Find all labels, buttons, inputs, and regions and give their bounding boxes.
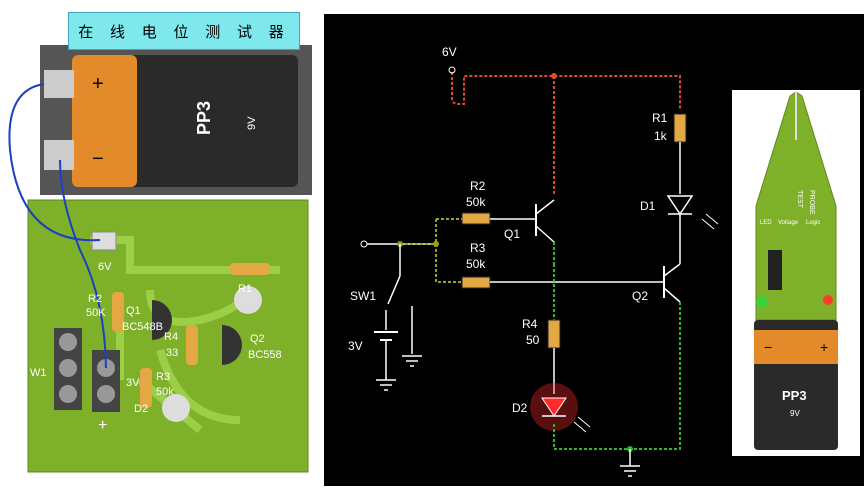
- probe-text-test: TEST: [796, 190, 803, 209]
- schematic-canvas: 6V R1 1k D1 R2 50k Q1 R3 50k Q2 R4 50 D2…: [348, 45, 719, 477]
- pcb-label-r4: R4: [164, 331, 178, 343]
- pcb-label-r2: R2: [88, 293, 102, 305]
- pcb-label-6v: 6V: [98, 261, 112, 273]
- transistor-q2-emitter: [663, 287, 681, 303]
- pcb-label-q1: Q1: [126, 305, 141, 317]
- screw-5: [97, 385, 115, 403]
- pcb-label-r3: R3: [156, 371, 170, 383]
- transistor-q1-collector: [535, 199, 555, 215]
- pcb-label-r3-value: 50k: [156, 386, 174, 398]
- probe-text-led: LED: [760, 220, 772, 226]
- diode-d2-symbol: [541, 397, 567, 417]
- pcb-label-q1-part: BC548B: [122, 321, 163, 333]
- resistor-r3-symbol: [461, 276, 491, 289]
- ground-symbol-1: [376, 379, 396, 391]
- switch-sw1-lever: [387, 275, 401, 305]
- label-r1-value: 1k: [654, 129, 668, 143]
- label-r2: R2: [470, 179, 486, 193]
- probe-battery-band: [754, 330, 838, 364]
- node-split: [433, 241, 439, 247]
- label-d2: D2: [512, 401, 528, 415]
- probe-battery-model: PP3: [782, 388, 807, 403]
- input-terminal: [360, 240, 368, 248]
- pcb-label-d2: D2: [134, 403, 148, 415]
- battery-minus-sign: −: [92, 148, 104, 170]
- battery-plus-sign: +: [92, 73, 104, 95]
- ground-symbol-3: [620, 465, 640, 477]
- pcb-label-q2-part: BC558: [248, 349, 282, 361]
- pcb-label-r4-value: 33: [166, 347, 178, 359]
- wire-plus: [8, 83, 101, 242]
- label-r3: R3: [470, 241, 486, 255]
- screw-1: [59, 333, 77, 351]
- diode-d1-symbol: [666, 195, 694, 216]
- label-r2-value: 50k: [466, 195, 486, 209]
- label-r3-value: 50k: [466, 257, 486, 271]
- probe-text-probe: PROBE: [808, 190, 815, 215]
- pcb-label-r1: R1: [238, 283, 252, 295]
- d2-light-arrow-1: [573, 421, 587, 433]
- app-title: 在 线 电 位 测 试 器: [68, 12, 300, 50]
- label-r1: R1: [652, 111, 668, 125]
- pcb-label-plus: +: [98, 417, 107, 434]
- transistor-q1-emitter: [535, 225, 555, 243]
- label-r4: R4: [522, 317, 538, 331]
- pcb-label-q2: Q2: [250, 333, 265, 345]
- probe-illustration: PROBE TEST LED Voltage Logic − + PP3 9V: [732, 90, 860, 456]
- pcb-label-w1: W1: [30, 367, 47, 379]
- battery-orange-band: [72, 55, 137, 187]
- resistor-r4: [186, 325, 198, 365]
- probe-battery-voltage: 9V: [790, 409, 800, 418]
- transistor-q1: [152, 300, 172, 340]
- left-panel: + − PP3 9V 6V R2 50K Q1 BC548B R1: [0, 0, 320, 486]
- transistor-q2: [222, 325, 242, 365]
- battery-voltage: 9V: [246, 116, 258, 130]
- probe-battery-minus: −: [764, 339, 772, 355]
- resistor-r1-symbol: [673, 113, 687, 143]
- label-6v: 6V: [442, 45, 457, 59]
- ground-symbol-2: [402, 355, 422, 367]
- wire-minus: [59, 159, 107, 369]
- resistor-r2: [112, 292, 124, 332]
- label-q2: Q2: [632, 289, 648, 303]
- label-sw1: SW1: [350, 289, 376, 303]
- probe-text-logic: Logic: [806, 220, 820, 226]
- label-q1: Q1: [504, 227, 520, 241]
- probe-text-voltage: Voltage: [778, 220, 799, 226]
- resistor-r4-symbol: [547, 319, 561, 349]
- led-d2: [162, 394, 190, 422]
- label-3v: 3V: [348, 339, 363, 353]
- label-r4-value: 50: [526, 333, 540, 347]
- pcb-traces: [90, 236, 280, 434]
- screw-2: [59, 359, 77, 377]
- screw-3: [59, 385, 77, 403]
- battery-terminal-minus: [44, 140, 74, 170]
- wire-6v-rail: [451, 72, 681, 109]
- resistor-r1: [230, 263, 270, 275]
- resistor-r2-symbol: [461, 212, 491, 225]
- d2-light-arrow-2: [577, 416, 591, 428]
- probe-ic-chip: [768, 250, 782, 290]
- probe-battery-plus: +: [820, 339, 828, 355]
- wire-input-split: [400, 218, 462, 283]
- resistor-r3: [140, 368, 152, 408]
- battery-terminal-plus: [44, 70, 74, 98]
- probe-led-red: [823, 295, 833, 305]
- battery-model: PP3: [194, 101, 214, 135]
- d1-light-arrow-2: [705, 213, 719, 225]
- probe-led-green: [756, 296, 768, 308]
- wire-ground-rail: [553, 302, 681, 450]
- terminal-6v: [448, 66, 456, 74]
- schematic-panel: 6V R1 1k D1 R2 50k Q1 R3 50k Q2 R4 50 D2…: [324, 14, 864, 486]
- led-d1: [234, 286, 262, 314]
- label-d1: D1: [640, 199, 656, 213]
- d1-light-arrow-1: [701, 218, 715, 230]
- pcb-illustration: + − PP3 9V 6V R2 50K Q1 BC548B R1: [8, 45, 312, 473]
- pcb-label-3v: 3V: [126, 377, 140, 389]
- transistor-q2-collector: [663, 263, 681, 277]
- pcb-label-r2-value: 50K: [86, 307, 106, 319]
